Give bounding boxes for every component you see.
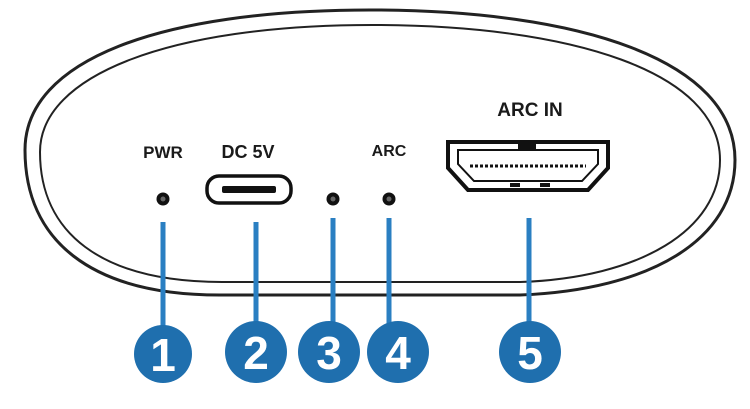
callout-5: 5 <box>499 321 561 383</box>
dc-5v-label: DC 5V <box>221 142 274 162</box>
hdmi-port-icon <box>446 140 610 192</box>
callout-3: 3 <box>298 321 360 383</box>
svg-text:2: 2 <box>243 327 269 379</box>
callout-2: 2 <box>225 321 287 383</box>
arc-led-icon <box>382 192 396 206</box>
svg-text:5: 5 <box>517 327 543 379</box>
arc-label: ARC <box>372 143 407 160</box>
svg-text:1: 1 <box>150 329 176 381</box>
callout-1: 1 <box>134 325 192 383</box>
pwr-label: PWR <box>143 143 183 162</box>
callout-4: 4 <box>367 321 429 383</box>
svg-text:3: 3 <box>316 327 342 379</box>
pwr-led-icon <box>156 192 170 206</box>
arc-button-icon <box>326 192 340 206</box>
svg-text:4: 4 <box>385 327 411 379</box>
device-outer-outline <box>23 8 737 297</box>
leader-lines <box>160 218 532 330</box>
arc-in-label: ARC IN <box>497 100 562 121</box>
device-inner-outline <box>38 23 722 283</box>
micro-usb-port-icon <box>205 174 293 205</box>
